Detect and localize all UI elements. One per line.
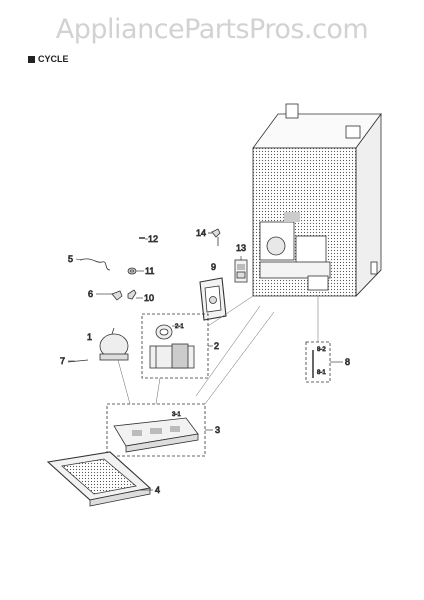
part-6-clamp: [111, 290, 123, 301]
part-13-box: [234, 259, 248, 283]
callout-11: 11: [145, 266, 154, 276]
callout-13: 13: [236, 243, 246, 253]
part-1-compressor: [99, 327, 129, 361]
section-title: CYCLE: [28, 54, 69, 64]
callout-1: 1: [87, 332, 92, 342]
callout-12: 12: [148, 234, 158, 244]
section-marker-icon: [28, 56, 35, 63]
part-4-panel: [46, 451, 152, 507]
callout-10: 10: [144, 293, 154, 303]
part-2-assembly: [149, 343, 195, 369]
callout-5: 5: [68, 254, 73, 264]
callout-7: 7: [60, 356, 65, 366]
part-9-cover: [199, 277, 227, 321]
callout-8-1: 8-1: [317, 370, 326, 376]
callout-6: 6: [88, 289, 93, 299]
callout-leaders: [68, 238, 343, 491]
refrigerator-cabinet: [252, 103, 382, 297]
part-5-wire: [79, 258, 111, 271]
callout-3: 3: [215, 425, 220, 435]
callout-2-1: 2-1: [175, 324, 184, 330]
callout-9: 9: [211, 262, 216, 272]
callout-8: 8: [345, 357, 350, 367]
assembly-guide-lines: [117, 295, 319, 405]
part-2-1-valve: [155, 324, 173, 340]
watermark: AppliancePartsPros.com: [55, 14, 369, 45]
callout-8-2: 8-2: [317, 347, 326, 353]
callout-2: 2: [214, 341, 219, 351]
part-14-clip: [211, 228, 221, 246]
callout-4: 4: [155, 485, 160, 495]
callout-14: 14: [196, 228, 206, 238]
part-10-bracket: [127, 289, 137, 300]
part-7-cord: [67, 359, 89, 363]
callout-3-1: 3-1: [172, 412, 181, 418]
part-3-base-tray: [113, 417, 199, 453]
part-11-grommet: [127, 267, 137, 275]
